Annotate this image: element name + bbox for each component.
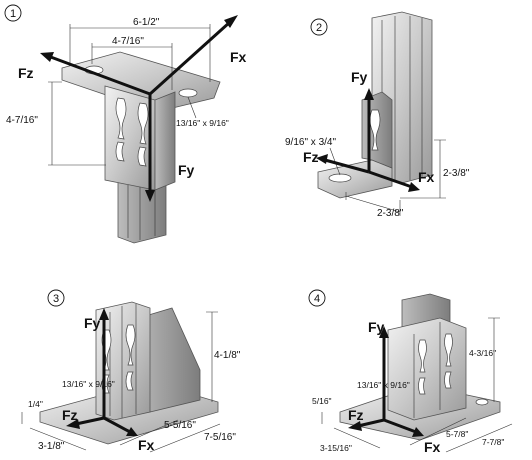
panel-4-fx-arrowhead — [412, 427, 424, 437]
panel-1: 1 6-1/2" 4-7/16" 4-7/16" 13/16" x 9/16" … — [4, 4, 247, 244]
panel-2-fz-arrowhead — [316, 154, 328, 164]
panel-4-slot-1 — [418, 339, 427, 373]
panel-2-fz-arrow — [324, 158, 370, 174]
panel-3-fy-arrowhead — [99, 308, 109, 320]
panel-1-fz-label: Fz — [18, 65, 34, 81]
panel-1-top-plate — [61, 51, 221, 113]
panel-1-fx-label: Fx — [230, 49, 247, 65]
panel-1-fy-label: Fy — [178, 162, 195, 178]
panel-3-fz-arrow — [75, 416, 105, 426]
panel-4-fz-arrowhead — [348, 421, 362, 431]
panel-1-slot-1 — [115, 97, 127, 140]
panel-3-fx-label: Fx — [138, 437, 155, 453]
panel-2-fz-label: Fz — [303, 149, 319, 165]
panel-2-dim-hole: 9/16" x 3/4" — [285, 137, 336, 148]
panel-3-dim-height: 4-1/8" — [214, 350, 241, 361]
panel-2-fy-arrowhead — [364, 88, 374, 100]
panel-2-dim-height: 2-3/8" — [443, 168, 470, 179]
panel-4-dim-thickness: 5/16" — [312, 396, 332, 406]
panel-3-dim-hole: 13/16" x 9/16" — [62, 379, 115, 389]
panel-3-fz-label: Fz — [62, 407, 78, 423]
panel-1-fx-arrowhead — [224, 15, 238, 28]
panel-4-number: 4 — [314, 293, 320, 305]
panel-4-fx-arrow — [383, 418, 417, 434]
panel-4-slot-4 — [444, 371, 452, 389]
panel-3-fx-arrow — [103, 416, 131, 434]
panel-3-number: 3 — [53, 293, 59, 305]
panel-2: 2 2-3/8" 2-3/8" 9/16" x 3/4" Fy Fz Fx — [285, 11, 470, 219]
panel-2-fx-label: Fx — [418, 169, 435, 185]
panel-4-fy-arrowhead — [379, 326, 389, 338]
panel-4-slot-3 — [418, 377, 426, 395]
panel-2-number-badge — [310, 18, 328, 36]
panel-4-slot-2 — [444, 333, 453, 367]
panel-1-dim-height: 4-7/16" — [6, 115, 38, 126]
panel-4-base-hole — [475, 398, 489, 406]
panel-1-dim-inner-width: 4-7/16" — [112, 36, 144, 47]
panel-1-number: 1 — [10, 8, 16, 20]
panel-4-fz-arrow — [357, 418, 385, 428]
panel-1-fz-arrowhead — [40, 52, 54, 62]
panel-4-dim-height: 4-3/16" — [469, 348, 496, 358]
panel-4-fx-label: Fx — [424, 439, 441, 455]
panel-4-dim-overall-length: 7-7/8" — [482, 437, 504, 447]
panel-1-slot-2 — [137, 102, 149, 145]
panel-3-fy-label: Fy — [84, 315, 101, 331]
panel-4-fz-label: Fz — [348, 407, 364, 423]
panel-3: 3 4-1/8" 13/16" x 9/16" 1/4" 3-1/8" 5-5/… — [21, 289, 241, 453]
panel-1-fx-arrow — [148, 20, 232, 96]
panel-1-fz-arrow — [47, 54, 151, 96]
panel-3-fz-arrowhead — [66, 419, 80, 429]
panel-4-dim-base-depth: 3-15/16" — [320, 443, 352, 453]
panel-1-fy-arrowhead — [145, 190, 155, 202]
panel-2-fx-arrowhead — [408, 182, 420, 192]
panel-1-body-side — [154, 91, 176, 191]
panel-4-box-body — [387, 317, 467, 421]
panel-1-dim-hole: 13/16" x 9/16" — [176, 118, 229, 128]
panel-3-dim-overall-length: 7-5/16" — [204, 432, 236, 443]
panel-3-number-badge — [47, 289, 65, 307]
panel-2-base-hole — [328, 173, 352, 183]
panel-3-dim-base-depth: 3-1/8" — [38, 441, 65, 452]
panel-4-dim-inner-length: 5-7/8" — [446, 429, 468, 439]
panel-1-slot-4 — [137, 146, 147, 167]
panel-1-right-hole — [178, 88, 198, 98]
panel-1-number-badge — [4, 4, 22, 22]
panel-4-fy-label: Fy — [368, 319, 385, 335]
panel-3-fx-arrowhead — [126, 427, 138, 436]
panel-3-slot-2 — [125, 324, 136, 366]
panel-3-slot-4 — [125, 371, 134, 391]
panel-4-number-badge — [308, 289, 326, 307]
panel-3-dim-thickness: 1/4" — [28, 399, 43, 409]
panel-3-dim-inner-length: 5-5/16" — [164, 420, 196, 431]
panel-1-dim-overall-width: 6-1/2" — [133, 17, 160, 28]
panel-2-dim-width: 2-3/8" — [377, 208, 404, 219]
panel-1-body-front — [104, 85, 156, 191]
panel-2-fy-label: Fy — [351, 69, 368, 85]
panel-2-number: 2 — [316, 22, 322, 34]
panel-2-fx-arrow — [368, 170, 413, 189]
panel-4: 4 4-3/16" 13/16" x 9/16" 5/16" 3-15/16" … — [308, 289, 513, 455]
panel-1-slot-3 — [115, 141, 125, 162]
